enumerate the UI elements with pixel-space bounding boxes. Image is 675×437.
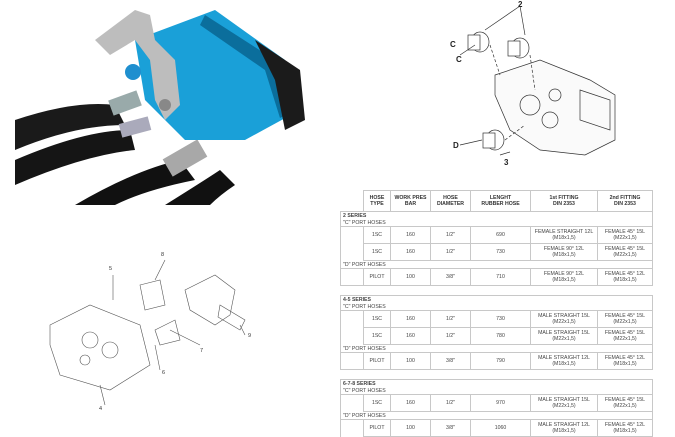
label-c2: C	[456, 55, 462, 64]
product-photo	[15, 0, 310, 205]
port-label-row: "C" PORT HOSES	[340, 387, 653, 395]
hose-type: 1SC	[363, 310, 391, 328]
section-title: 4-5 SERIES	[343, 296, 371, 303]
table-row: 1SC 160 1/2" 690 FEMALE STRAIGHT 12L(M18…	[340, 226, 653, 244]
label-4: 4	[99, 406, 103, 412]
hose-length: 730	[470, 310, 531, 328]
port-label: "C" PORT HOSES	[340, 219, 653, 227]
first-fitting: MALE STRAIGHT 15L(M22x1,5)	[530, 327, 598, 345]
hose-length: 1060	[470, 419, 531, 437]
hose-diameter: 1/2"	[430, 226, 471, 244]
hose-length: 790	[470, 352, 531, 370]
table-row: 1SC 160 1/2" 780 MALE STRAIGHT 15L(M22x1…	[340, 327, 653, 345]
hose-length: 710	[470, 268, 531, 286]
table-row: 1SC 160 1/2" 970 MALE STRAIGHT 15L(M22x1…	[340, 394, 653, 412]
work-pres: 100	[390, 419, 431, 437]
hose-diameter: 1/2"	[430, 310, 471, 328]
work-pres: 160	[390, 310, 431, 328]
hose-diameter: 3/8"	[430, 419, 471, 437]
table-row: PILOT 100 3/8" 710 FEMALE 90° 12L(M18x1,…	[340, 268, 653, 286]
work-pres: 160	[390, 327, 431, 345]
second-fitting: FEMALE 45° 12L(M18x1,5)	[597, 419, 653, 437]
port-label-row: "D" PORT HOSES	[340, 411, 653, 420]
label-c1: C	[450, 40, 456, 49]
hose-type: 1SC	[363, 243, 391, 261]
table-row: 1SC 160 1/2" 730 MALE STRAIGHT 15L(M22x1…	[340, 310, 653, 328]
first-fitting: FEMALE 90° 12L(M18x1,5)	[530, 268, 598, 286]
first-fitting: FEMALE STRAIGHT 12L(M18x1,5)	[530, 226, 598, 244]
hose-length: 690	[470, 226, 531, 244]
first-fitting: MALE STRAIGHT 15L(M22x1,5)	[530, 310, 598, 328]
work-pres: 100	[390, 268, 431, 286]
second-fitting: FEMALE 45° 15L(M22x1,5)	[597, 310, 653, 328]
hose-diameter: 1/2"	[430, 394, 471, 412]
work-pres: 160	[390, 243, 431, 261]
hose-type: PILOT	[363, 419, 391, 437]
section-title-row: 2 SERIES	[340, 211, 653, 219]
label-9: 9	[248, 333, 252, 339]
hose-type: 1SC	[363, 394, 391, 412]
hose-length: 970	[470, 394, 531, 412]
work-pres: 100	[390, 352, 431, 370]
hose-type: PILOT	[363, 268, 391, 286]
label-7: 7	[200, 348, 204, 354]
port-label: "D" PORT HOSES	[340, 411, 653, 420]
section-title: 2 SERIES	[343, 212, 367, 219]
section-title-row: 4-5 SERIES	[340, 295, 653, 303]
label-2: 2	[518, 0, 523, 9]
second-fitting: FEMALE 45° 15L(M22x1,5)	[597, 327, 653, 345]
port-label: "D" PORT HOSES	[340, 344, 653, 353]
first-fitting: MALE STRAIGHT 12L(M18x1,5)	[530, 352, 598, 370]
port-label: "D" PORT HOSES	[340, 260, 653, 269]
hose-length: 780	[470, 327, 531, 345]
port-label-row: "D" PORT HOSES	[340, 260, 653, 269]
first-fitting: MALE STRAIGHT 12L(M18x1,5)	[530, 419, 598, 437]
table-row: 1SC 160 1/2" 730 FEMALE 90° 12L(M18x1,5)…	[340, 243, 653, 261]
exploded-diagram-bottom: 5 8 7 6 9 4	[40, 245, 270, 420]
hose-type: 1SC	[363, 226, 391, 244]
hose-type: 1SC	[363, 327, 391, 345]
exploded-diagram-top: 2 C C D 3	[400, 0, 635, 180]
label-8: 8	[161, 252, 165, 258]
table-row: PILOT 100 3/8" 790 MALE STRAIGHT 12L(M18…	[340, 352, 653, 370]
hose-diameter: 3/8"	[430, 352, 471, 370]
section-title-row: 6-7-8 SERIES	[340, 379, 653, 387]
second-fitting: FEMALE 45° 12L(M18x1,5)	[597, 352, 653, 370]
section-gap	[340, 285, 653, 296]
table-row: PILOT 100 3/8" 1060 MALE STRAIGHT 12L(M1…	[340, 419, 653, 437]
label-6: 6	[162, 370, 166, 376]
port-label: "C" PORT HOSES	[340, 387, 653, 395]
hose-diameter: 1/2"	[430, 327, 471, 345]
section-gap	[340, 369, 653, 380]
first-fitting: FEMALE 90° 12L(M18x1,5)	[530, 243, 598, 261]
second-fitting: FEMALE 45° 15L(M22x1,5)	[597, 243, 653, 261]
hose-length: 730	[470, 243, 531, 261]
second-fitting: FEMALE 45° 15L(M22x1,5)	[597, 226, 653, 244]
section-title: 6-7-8 SERIES	[343, 380, 376, 387]
label-d: D	[453, 141, 459, 150]
label-5: 5	[109, 266, 113, 272]
hose-type: PILOT	[363, 352, 391, 370]
work-pres: 160	[390, 226, 431, 244]
label-3: 3	[504, 158, 509, 167]
port-label: "C" PORT HOSES	[340, 303, 653, 311]
port-label-row: "C" PORT HOSES	[340, 303, 653, 311]
hose-diameter: 3/8"	[430, 268, 471, 286]
hose-diameter: 1/2"	[430, 243, 471, 261]
first-fitting: MALE STRAIGHT 15L(M22x1,5)	[530, 394, 598, 412]
port-label-row: "D" PORT HOSES	[340, 344, 653, 353]
work-pres: 160	[390, 394, 431, 412]
second-fitting: FEMALE 45° 12L(M18x1,5)	[597, 268, 653, 286]
port-label-row: "C" PORT HOSES	[340, 219, 653, 227]
second-fitting: FEMALE 45° 15L(M22x1,5)	[597, 394, 653, 412]
